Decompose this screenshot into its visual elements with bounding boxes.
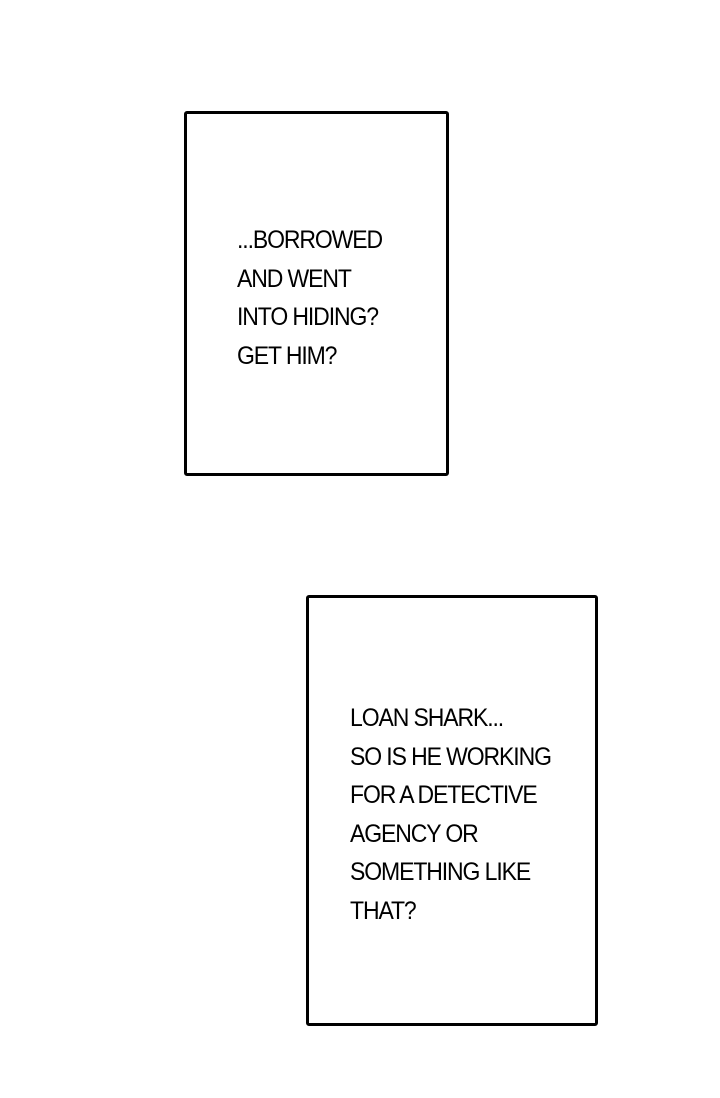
caption-line: FOR A DETECTIVE: [350, 781, 538, 809]
caption-line: GET HIM?: [237, 341, 337, 370]
caption-line: ...BORROWED: [237, 226, 383, 254]
caption-text-2: LOAN SHARK... SO IS HE WORKING FOR A DET…: [350, 699, 552, 930]
caption-line: THAT?: [350, 896, 417, 925]
caption-line: LOAN SHARK...: [350, 704, 504, 732]
caption-line: SO IS HE WORKING: [350, 742, 552, 771]
caption-line: AGENCY OR: [350, 819, 479, 848]
caption-panel-2: LOAN SHARK... SO IS HE WORKING FOR A DET…: [306, 595, 598, 1026]
caption-panel-1: ...BORROWED AND WENT INTO HIDING? GET HI…: [184, 111, 449, 476]
caption-line: SOMETHING LIKE: [350, 858, 531, 886]
caption-line: INTO HIDING?: [237, 303, 379, 331]
caption-line: AND WENT: [237, 264, 352, 293]
caption-text-1: ...BORROWED AND WENT INTO HIDING? GET HI…: [237, 221, 383, 375]
